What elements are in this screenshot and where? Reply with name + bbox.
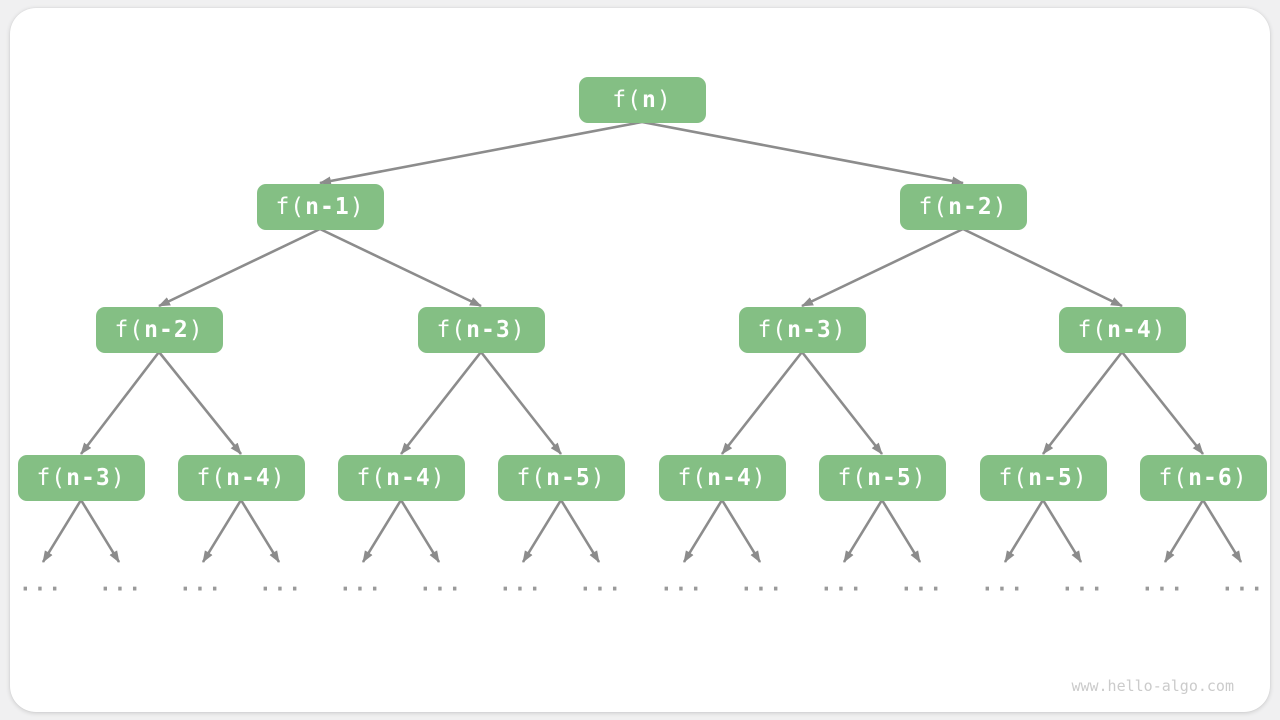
tree-node: f(n-3) — [17, 455, 145, 501]
node-label-part: n-1 — [305, 194, 350, 220]
tree-node: f(n-4) — [177, 455, 305, 501]
node-label-part: f( — [516, 465, 547, 491]
tree-node: f(n-5) — [497, 455, 625, 501]
node-label-part: f( — [998, 465, 1029, 491]
tree-node: f(n-3) — [417, 307, 545, 353]
ellipsis-leaf: ... — [579, 571, 623, 596]
tree-node: f(n-6) — [1139, 455, 1267, 501]
node-label-part: n-3 — [466, 317, 511, 343]
node-label-part: f( — [1158, 465, 1189, 491]
node-label-part: ) — [1232, 465, 1248, 491]
node-label-part: ) — [751, 465, 767, 491]
ellipsis-leaf: ... — [339, 571, 383, 596]
ellipsis-leaf: ... — [259, 571, 303, 596]
node-label-part: n-2 — [144, 317, 189, 343]
node-label-part: ) — [992, 194, 1008, 220]
ellipsis-leaf: ... — [499, 571, 543, 596]
node-label-part: n-4 — [1107, 317, 1152, 343]
node-label-part: ) — [1072, 465, 1088, 491]
node-label-part: f( — [36, 465, 67, 491]
ellipsis-leaf: ... — [1221, 571, 1265, 596]
ellipsis-leaf: ... — [19, 571, 63, 596]
node-label-part: f( — [677, 465, 708, 491]
node-label-part: f( — [196, 465, 227, 491]
ellipsis-leaf: ... — [99, 571, 143, 596]
node-label-part: n-3 — [66, 465, 111, 491]
node-label-part: ) — [188, 317, 204, 343]
tree-node: f(n-4) — [1058, 307, 1186, 353]
tree-node: f(n-5) — [818, 455, 946, 501]
ellipsis-leaf: ... — [740, 571, 784, 596]
tree-node: f(n) — [578, 77, 706, 123]
node-label-part: f( — [436, 317, 467, 343]
node-label-part: n-4 — [226, 465, 271, 491]
node-label-part: ) — [510, 317, 526, 343]
watermark: www.hello-algo.com — [1071, 677, 1234, 695]
ellipsis-leaf: ... — [660, 571, 704, 596]
ellipsis-leaf: ... — [900, 571, 944, 596]
node-label-part: ) — [349, 194, 365, 220]
node-label-part: f( — [275, 194, 306, 220]
node-label-part: n-4 — [386, 465, 431, 491]
node-label-part: f( — [1077, 317, 1108, 343]
tree-node: f(n-1) — [256, 184, 384, 230]
node-label-part: n-5 — [1028, 465, 1073, 491]
node-label-part: f( — [114, 317, 145, 343]
tree-node: f(n-4) — [658, 455, 786, 501]
ellipsis-leaf: ... — [981, 571, 1025, 596]
ellipsis-leaf: ... — [1141, 571, 1185, 596]
node-label-part: n-5 — [546, 465, 591, 491]
node-label-part: ) — [590, 465, 606, 491]
tree-node: f(n-4) — [337, 455, 465, 501]
node-label-part: ) — [110, 465, 126, 491]
tree-node: f(n-3) — [738, 307, 866, 353]
tree-node: f(n-5) — [979, 455, 1107, 501]
node-label-part: n-5 — [867, 465, 912, 491]
node-label-part: f( — [918, 194, 949, 220]
node-label-part: n-3 — [787, 317, 832, 343]
node-label-part: f( — [757, 317, 788, 343]
node-label-part: n-2 — [948, 194, 993, 220]
node-label-part: ) — [656, 87, 672, 113]
node-label-part: ) — [1151, 317, 1167, 343]
node-label-part: ) — [270, 465, 286, 491]
tree-node: f(n-2) — [95, 307, 223, 353]
ellipsis-leaf: ... — [820, 571, 864, 596]
node-label-part: n-4 — [707, 465, 752, 491]
node-label-part: f( — [837, 465, 868, 491]
ellipsis-leaf: ... — [179, 571, 223, 596]
node-label-part: ) — [831, 317, 847, 343]
node-label-part: ) — [911, 465, 927, 491]
node-label-part: n — [641, 87, 657, 113]
node-label-part: f( — [356, 465, 387, 491]
node-label-part: ) — [430, 465, 446, 491]
node-label-part: n-6 — [1188, 465, 1233, 491]
tree-node: f(n-2) — [899, 184, 1027, 230]
ellipsis-leaf: ... — [419, 571, 463, 596]
ellipsis-leaf: ... — [1061, 571, 1105, 596]
node-label-part: f( — [612, 87, 642, 113]
